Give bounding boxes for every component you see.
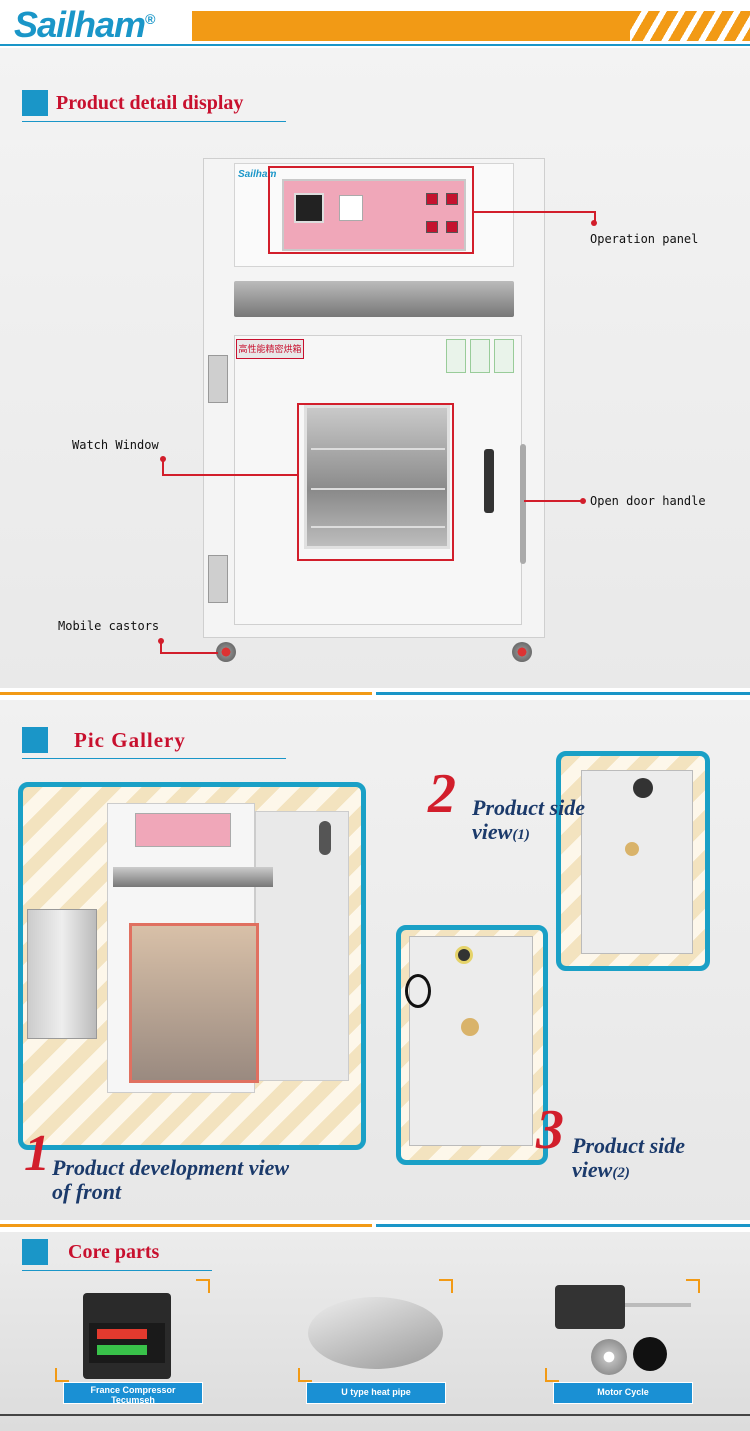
header-orange-bar xyxy=(192,11,750,41)
section-divider xyxy=(376,692,750,695)
core-part-label: U type heat pipe xyxy=(306,1382,446,1404)
operation-panel xyxy=(282,179,466,251)
title-square-icon xyxy=(22,90,48,116)
top-handle xyxy=(234,281,514,317)
callout-operation-panel: Operation panel xyxy=(590,232,699,246)
gallery-number-2: 2 xyxy=(428,763,456,825)
control-panel xyxy=(135,813,231,847)
gallery-image-side-2 xyxy=(396,925,548,1165)
controller-icon xyxy=(83,1293,171,1379)
oven-logo: Sailham xyxy=(238,169,277,180)
temperature-controller-icon xyxy=(294,193,324,223)
callout-open-door-handle: Open door handle xyxy=(590,494,706,508)
door-handle xyxy=(484,449,494,513)
open-door xyxy=(27,909,97,1039)
section-title-pic-gallery: Pic Gallery xyxy=(22,727,286,759)
switch-icon xyxy=(426,221,438,233)
door-latch xyxy=(520,444,526,564)
warning-sticker-icon xyxy=(446,339,466,373)
operation-panel-highlight xyxy=(268,166,474,254)
oven-front-image: Sailham 高性能精密烘箱 xyxy=(203,158,545,638)
power-cable-icon xyxy=(405,974,431,1008)
section-divider xyxy=(0,1224,372,1227)
callout-watch-window: Watch Window xyxy=(72,438,159,452)
brand-logo: Sailham® xyxy=(14,4,155,45)
watch-window xyxy=(304,405,450,549)
title-square-icon xyxy=(22,1239,48,1265)
core-part-motor: Motor Cycle xyxy=(545,1279,700,1404)
section-divider xyxy=(376,1224,750,1227)
heat-pipe-icon xyxy=(308,1297,443,1369)
section-title-product-detail: Product detail display xyxy=(22,90,286,122)
door-label: 高性能精密烘箱 xyxy=(236,339,304,359)
title-square-icon xyxy=(22,727,48,753)
section-title-core-parts: Core parts xyxy=(22,1239,212,1271)
header-divider xyxy=(0,44,750,46)
gallery-image-side-1 xyxy=(556,751,710,971)
callout-mobile-castors: Mobile castors xyxy=(58,619,160,633)
bottom-divider xyxy=(0,1414,750,1416)
gallery-number-3: 3 xyxy=(536,1099,564,1161)
caster-wheel-icon xyxy=(216,642,236,662)
section-divider xyxy=(0,692,372,695)
core-part-heat-pipe: U type heat pipe xyxy=(298,1279,453,1404)
switch-icon xyxy=(446,193,458,205)
oven-interior xyxy=(129,923,259,1083)
fan-grille-icon xyxy=(633,778,653,798)
gallery-number-1: 1 xyxy=(24,1125,50,1182)
switch-icon xyxy=(446,221,458,233)
warning-sticker-icon xyxy=(494,339,514,373)
watch-window-highlight xyxy=(297,403,454,561)
hinge-icon xyxy=(208,355,228,403)
motor-icon xyxy=(555,1285,625,1329)
switch-icon xyxy=(426,193,438,205)
caster-wheel-icon xyxy=(512,642,532,662)
header-stripes xyxy=(630,11,750,41)
hinge-icon xyxy=(208,555,228,603)
gallery-image-front xyxy=(18,782,366,1150)
page-header: Sailham® xyxy=(0,0,750,50)
warning-sticker-icon xyxy=(470,339,490,373)
core-part-label: Motor Cycle xyxy=(553,1382,693,1404)
fan-wheel-icon xyxy=(591,1339,627,1375)
